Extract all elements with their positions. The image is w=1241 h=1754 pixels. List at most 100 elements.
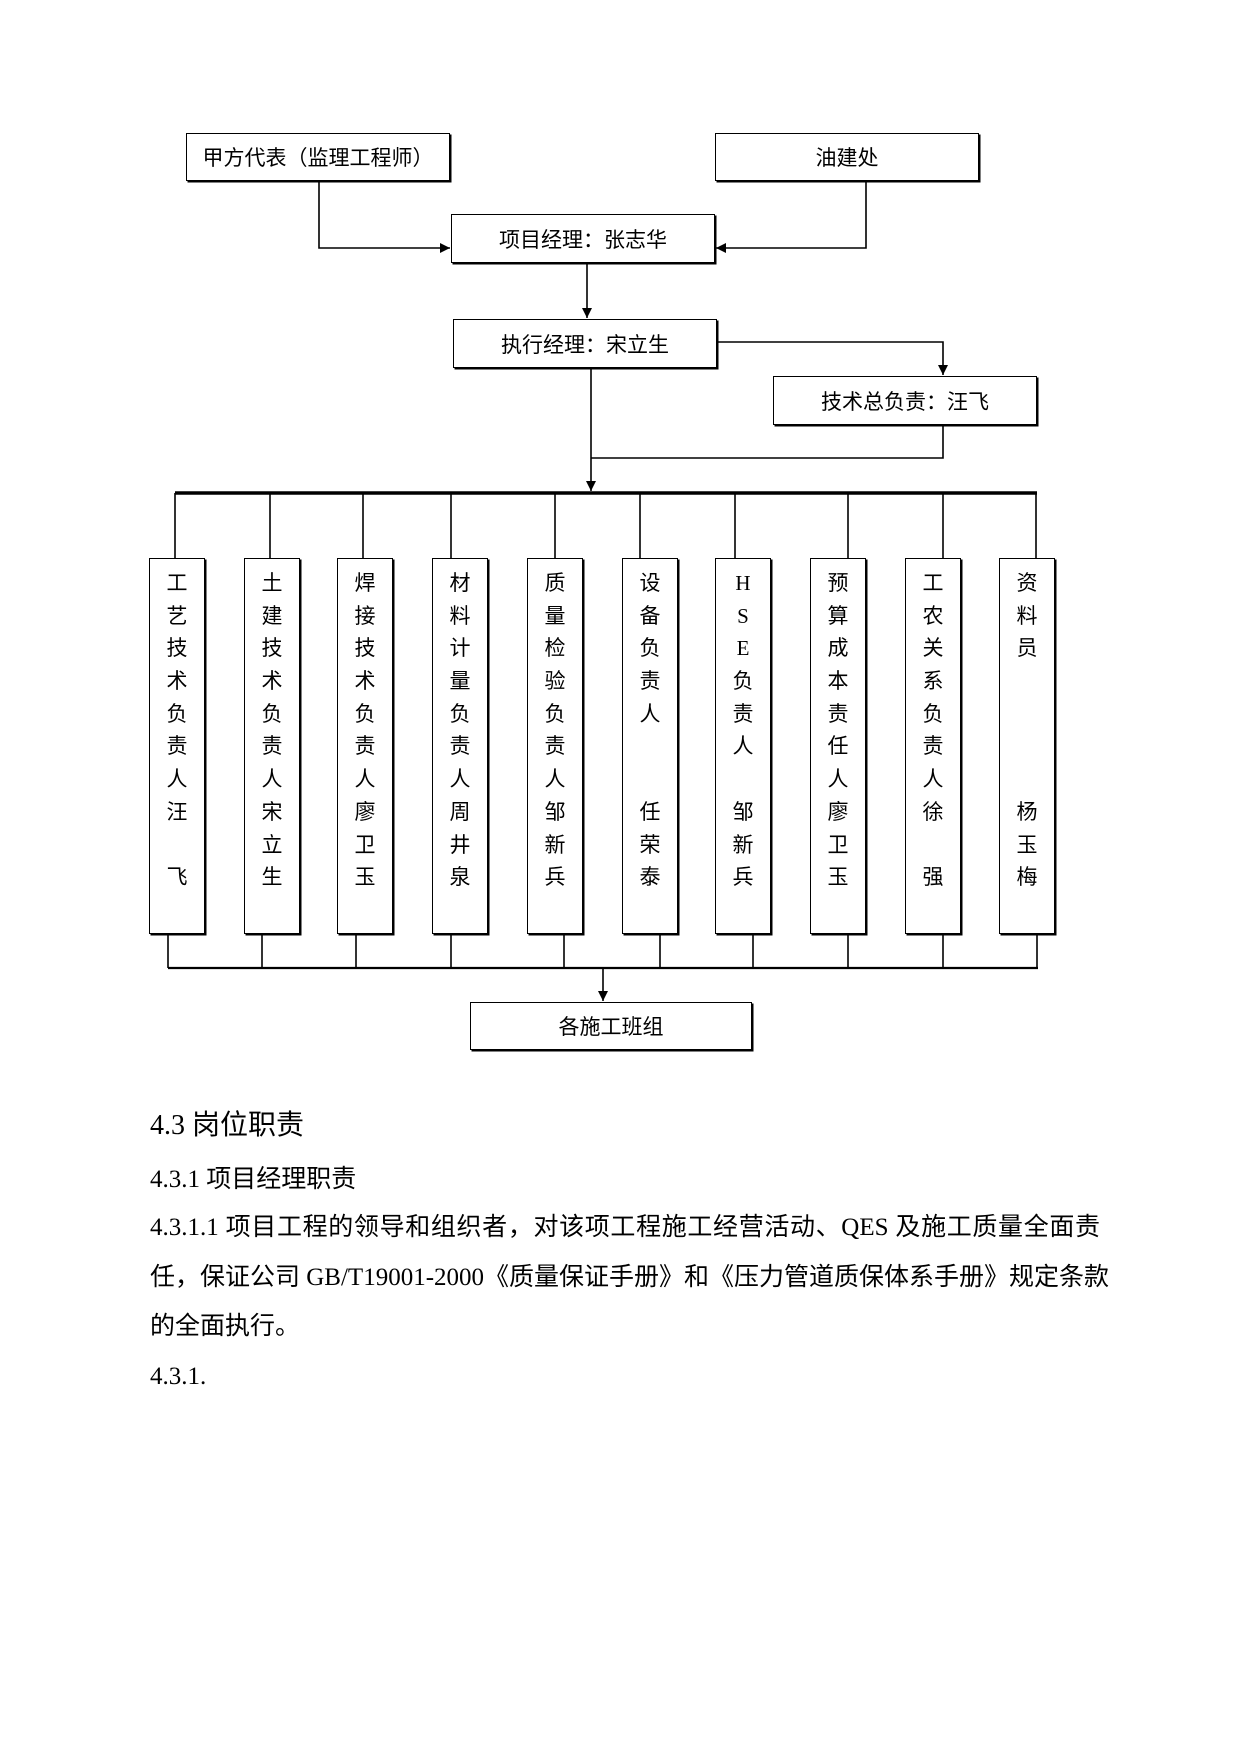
role-box-civil-technical: 土建技术负责人宋立生 (244, 558, 300, 934)
client-representative-box: 甲方代表（监理工程师） (186, 133, 450, 181)
oil-construction-office-box: 油建处 (715, 133, 979, 181)
role-label-char: 任 (639, 799, 661, 824)
role-label-char: 邹 (732, 799, 754, 824)
role-label-char: 负 (732, 669, 754, 694)
role-label-char: 人 (449, 767, 471, 792)
role-label-char: 新 (732, 832, 754, 857)
oil-construction-office-label: 油建处 (815, 146, 879, 170)
role-label-char: H (735, 571, 751, 595)
role-label-char: 材 (449, 571, 471, 595)
role-label-char (1000, 698, 1054, 731)
role-label-char: 人 (261, 767, 283, 792)
role-label-char: 设 (639, 571, 661, 595)
role-label-char: 负 (354, 701, 376, 726)
connector-technical-director-return (591, 426, 944, 459)
project-manager-box: 项目经理：张志华 (451, 214, 715, 263)
body-paragraph: 4.3.1.1 项目工程的领导和组织者，对该项工程施工经营活动、QES 及施工质… (150, 1203, 1110, 1352)
role-label-char: 荣 (639, 832, 661, 857)
role-label-char: 农 (922, 603, 944, 628)
construction-crews-label: 各施工班组 (558, 1015, 664, 1039)
role-label-char: 周 (449, 799, 471, 824)
next-item-number: 4.3.1. (150, 1363, 207, 1390)
role-label-char: 质 (544, 571, 566, 595)
connector-client-to-project-manager (318, 181, 450, 253)
role-label-char (906, 829, 960, 862)
role-label-char: 艺 (166, 603, 188, 628)
role-box-documentation-clerk: 资料员 杨玉梅 (999, 558, 1055, 934)
role-label-char: 成 (827, 636, 849, 661)
role-label: 材料计量负责人周井泉 (433, 567, 487, 894)
role-label-char: 术 (261, 669, 283, 694)
role-label-char: 员 (1016, 636, 1038, 661)
role-label-char: 宋 (261, 799, 283, 824)
role-label-char: 责 (639, 669, 661, 694)
role-label: 工艺技术负责人汪 飞 (150, 567, 204, 894)
role-label-char: 玉 (354, 865, 376, 890)
executive-manager-label: 执行经理：宋立生 (501, 332, 669, 357)
role-label-char: 廖 (827, 799, 849, 824)
role-label-char: 责 (827, 701, 849, 726)
role-label-char: 井 (449, 832, 471, 857)
role-label: 预算成本责任人廖卫玉 (811, 567, 865, 894)
role-label-char: 算 (827, 603, 849, 628)
role-label-char: 负 (166, 701, 188, 726)
role-label-char: 兵 (732, 865, 754, 890)
role-label-char: 检 (544, 636, 566, 661)
role-label-char: 料 (449, 603, 471, 628)
role-label-char: 负 (449, 701, 471, 726)
role-label-char: 资 (1016, 571, 1038, 595)
role-label-char: 人 (639, 701, 661, 726)
technical-director-label: 技术总负责：汪飞 (821, 389, 989, 414)
role-label-char: 负 (922, 701, 944, 726)
role-label-char: 泰 (639, 865, 661, 890)
role-label-char: 技 (261, 636, 283, 661)
role-label-char: 任 (827, 734, 849, 759)
subsection-heading: 4.3.1 项目经理职责 (150, 1166, 357, 1193)
role-label-char: 系 (922, 669, 944, 694)
role-label-char: 责 (732, 701, 754, 726)
role-label-char: 飞 (166, 865, 188, 890)
role-label: 焊接技术负责人廖卫玉 (338, 567, 392, 894)
role-label-char: 责 (922, 734, 944, 759)
role-label: 工农关系负责人徐 强 (906, 567, 960, 894)
role-label-char: 玉 (1016, 832, 1038, 857)
role-label-char: 玉 (827, 865, 849, 890)
construction-crews-box: 各施工班组 (470, 1002, 752, 1050)
role-label-char: 人 (166, 767, 188, 792)
client-representative-label: 甲方代表（监理工程师） (202, 146, 434, 170)
role-label: 质量检验负责人邹新兵 (528, 567, 582, 894)
role-label-char: 生 (261, 865, 283, 890)
role-label-char: 责 (354, 734, 376, 759)
role-label-char: 汪 (166, 799, 188, 824)
role-box-budget-cost: 预算成本责任人廖卫玉 (810, 558, 866, 934)
role-label-char: 术 (166, 669, 188, 694)
role-box-labor-relations: 工农关系负责人徐 强 (905, 558, 961, 934)
role-label-char: 预 (827, 571, 849, 595)
role-label-char (1000, 763, 1054, 796)
executive-manager-box: 执行经理：宋立生 (453, 319, 717, 368)
role-label-char: 焊 (354, 571, 376, 595)
role-label-char: 人 (827, 767, 849, 792)
role-label-char: 杨 (1016, 799, 1038, 824)
project-manager-label: 项目经理：张志华 (499, 227, 667, 252)
role-label-char: 计 (449, 636, 471, 661)
role-box-materials-metrology: 材料计量负责人周井泉 (432, 558, 488, 934)
role-label-char: 卫 (354, 832, 376, 857)
role-label-char: 强 (922, 865, 944, 890)
role-label-char (1000, 665, 1054, 698)
role-label: 土建技术负责人宋立生 (245, 567, 299, 894)
role-label-char: 负 (544, 701, 566, 726)
role-label-char: 负 (261, 701, 283, 726)
paragraph-line: 任，保证公司 GB/T19001-2000《质量保证手册》和《压力管道质保体系手… (150, 1263, 1110, 1291)
role-box-equipment: 设备负责人 任荣泰 (622, 558, 678, 934)
role-label-char: 立 (261, 832, 283, 857)
role-label-char (623, 763, 677, 796)
role-label-char: 徐 (922, 799, 944, 824)
role-box-quality-inspection: 质量检验负责人邹新兵 (527, 558, 583, 934)
role-label: 资料员 杨玉梅 (1000, 567, 1054, 894)
role-label: 设备负责人 任荣泰 (623, 567, 677, 894)
role-label-char: 工 (922, 571, 944, 595)
